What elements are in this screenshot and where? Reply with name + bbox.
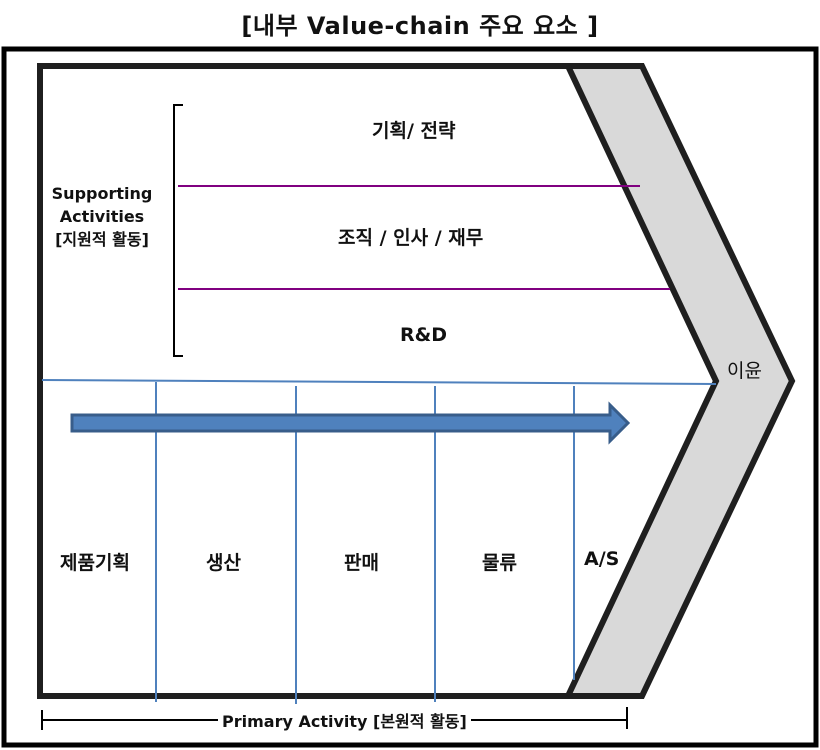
primary-activity-caption: Primary Activity [본원적 활동] [218,708,471,732]
margin-band [568,66,792,696]
value-chain-outline [37,63,796,699]
primary-item-product-planning: 제품기획 [60,552,130,574]
diagram-title: [내부 Value-chain 주요 요소 ] [241,12,599,40]
primary-item-production: 생산 [206,552,241,574]
outer-frame [1,46,819,748]
support-primary-separator [41,379,717,385]
primary-item-sales: 판매 [344,552,379,574]
supporting-label-line1: Supporting [51,184,153,203]
primary-item-after-service: A/S [584,548,620,570]
support-item-planning-strategy: 기획/ 전략 [372,120,456,142]
support-item-org-hr-finance: 조직 / 인사 / 재무 [338,227,484,249]
margin-inner-edge [565,64,720,698]
supporting-label-line3: [지원적 활동] [55,230,149,249]
supporting-bracket [173,104,183,357]
supporting-label-line2: Activities [59,207,145,226]
profit-label: 이윤 [727,360,762,382]
primary-item-logistics: 물류 [482,552,517,574]
support-item-rnd: R&D [400,324,447,346]
flow-arrow-icon [70,401,631,445]
supporting-activities-label: Supporting Activities [지원적 활동] [44,182,160,251]
